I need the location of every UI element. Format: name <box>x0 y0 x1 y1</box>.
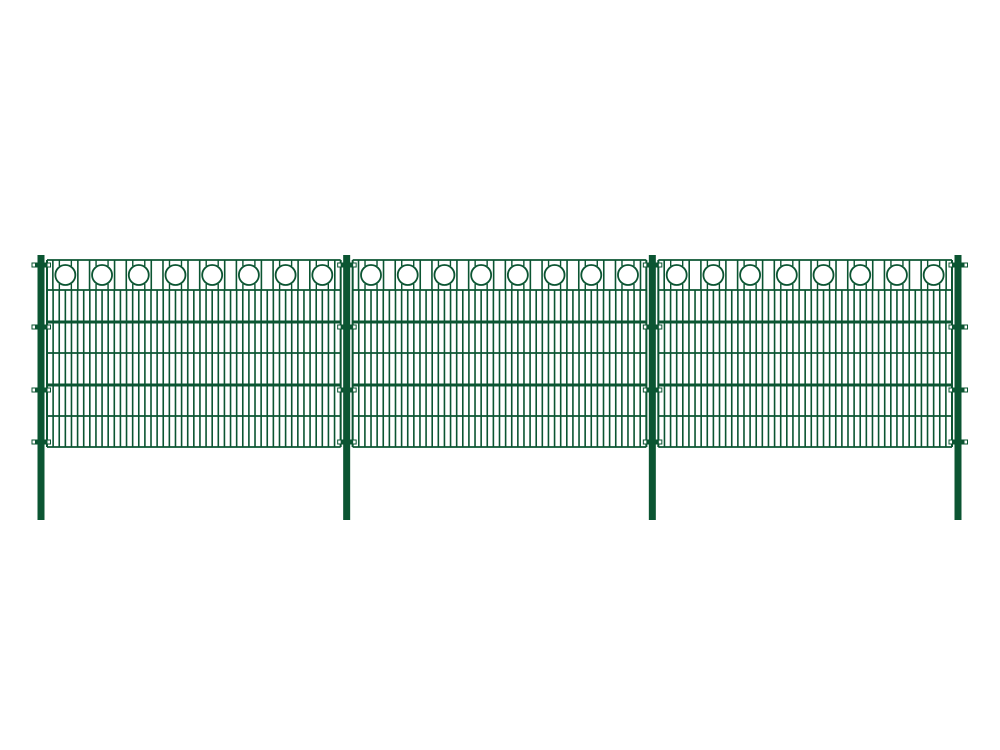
clip-bolt <box>337 439 342 445</box>
decorative-ring <box>775 264 798 286</box>
fence-post <box>948 255 968 520</box>
post-clip <box>35 262 47 268</box>
clip-bolt <box>337 387 342 393</box>
clip-bolt <box>963 324 968 330</box>
clip-bolt <box>657 387 663 393</box>
decorative-ring <box>91 264 113 286</box>
decorative-ring <box>360 264 382 286</box>
clip-bolt <box>352 439 357 445</box>
decorative-ring <box>543 264 566 286</box>
decorative-ring <box>201 264 224 286</box>
decorative-ring <box>506 264 529 286</box>
clip-bolt <box>642 387 648 393</box>
decorative-ring <box>311 264 334 286</box>
clip-bolt <box>31 324 36 330</box>
post-clip <box>646 324 659 330</box>
fence-panel <box>657 259 953 448</box>
clip-bolt <box>948 387 953 393</box>
fence-panel <box>351 259 648 448</box>
clip-bolt <box>657 439 663 445</box>
clip-bolt <box>352 262 357 268</box>
post-clip <box>35 387 47 393</box>
fence-post <box>31 255 51 520</box>
post-clip <box>646 387 659 393</box>
clip-bolt <box>46 387 51 393</box>
post-clip <box>952 324 964 330</box>
decorative-ring <box>433 264 456 286</box>
decorative-ring <box>274 264 297 286</box>
post-clip <box>646 262 659 268</box>
clip-bolt <box>337 262 342 268</box>
decorative-ring <box>54 264 77 286</box>
clip-bolt <box>46 439 51 445</box>
post-clip <box>952 439 964 445</box>
post-clip <box>952 262 964 268</box>
clip-bolt <box>337 324 342 330</box>
clip-bolt <box>31 439 36 445</box>
decorative-ring <box>396 264 419 286</box>
clip-bolt <box>657 324 663 330</box>
post-clip <box>340 387 353 393</box>
clip-bolt <box>948 324 953 330</box>
decorative-ring <box>470 264 493 286</box>
decorative-ring <box>739 264 762 286</box>
decorative-ring <box>886 264 908 286</box>
post-clip <box>952 387 964 393</box>
clip-bolt <box>948 439 953 445</box>
fence-post <box>642 255 663 520</box>
post-clip <box>35 439 47 445</box>
decorative-ring <box>617 264 639 286</box>
post-clip <box>340 324 353 330</box>
decorative-ring <box>164 264 187 286</box>
post-clip <box>340 262 353 268</box>
clip-bolt <box>642 324 648 330</box>
fence-post <box>337 255 357 520</box>
clip-bolt <box>642 439 648 445</box>
clip-bolt <box>963 387 968 393</box>
clip-bolt <box>31 262 36 268</box>
decorative-ring <box>922 264 945 286</box>
clip-bolt <box>46 262 51 268</box>
clip-bolt <box>948 262 953 268</box>
decorative-ring <box>812 264 835 286</box>
clip-bolt <box>31 387 36 393</box>
post-clip <box>35 324 47 330</box>
clip-bolt <box>657 262 663 268</box>
clip-bolt <box>352 387 357 393</box>
decorative-ring <box>665 264 688 286</box>
decorative-ring <box>580 264 603 286</box>
clip-bolt <box>963 439 968 445</box>
clip-bolt <box>352 324 357 330</box>
post-clip <box>646 439 659 445</box>
decorative-ring <box>127 264 150 286</box>
decorative-ring <box>702 264 725 286</box>
clip-bolt <box>46 324 51 330</box>
fence-panel <box>46 259 342 448</box>
clip-bolt <box>642 262 648 268</box>
clip-bolt <box>963 262 968 268</box>
decorative-ring <box>237 264 260 286</box>
post-clip <box>340 439 353 445</box>
decorative-ring <box>849 264 872 286</box>
